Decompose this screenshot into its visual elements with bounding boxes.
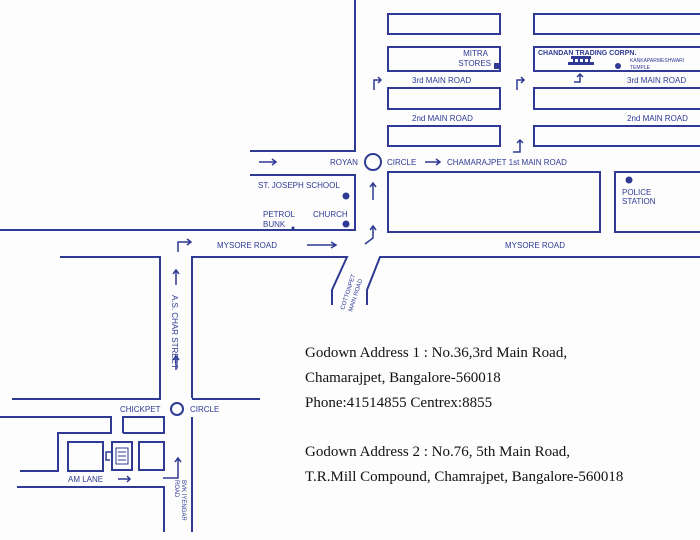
- label-circle: CIRCLE: [387, 158, 416, 167]
- label-mysore-road: MYSORE ROAD: [217, 241, 277, 250]
- label-as-char-street: A.S. CHAR STREET: [170, 295, 179, 369]
- address-phone: Phone:41514855 Centrex:8855: [305, 395, 492, 411]
- block-mitra-stores: [387, 46, 501, 72]
- arrow-icon: [259, 158, 278, 166]
- chickpet-circle-icon: [170, 402, 184, 416]
- address-line: T.R.Mill Compound, Chamrajpet, Bangalore…: [305, 469, 623, 485]
- label-bvk-road: ROAD: [173, 480, 179, 498]
- police-marker-icon: [625, 176, 633, 184]
- label-mysore-road: MYSORE ROAD: [505, 241, 565, 250]
- label-am-lane: AM LANE: [68, 475, 103, 484]
- label-stores: STORES: [458, 59, 491, 68]
- label-bunk: BUNK: [263, 220, 286, 229]
- church-marker-icon: [342, 220, 350, 228]
- block: [387, 171, 601, 233]
- block: [387, 125, 501, 147]
- label-2nd-main-road: 2nd MAIN ROAD: [627, 114, 688, 123]
- block: [67, 441, 104, 472]
- arrow-icon: [177, 238, 193, 252]
- block: [533, 13, 700, 35]
- label-st-joseph-school: ST. JOSEPH SCHOOL: [258, 181, 340, 190]
- label-chickpet: CHICKPET: [120, 405, 161, 414]
- mitra-stores-marker-icon: [494, 63, 500, 69]
- label-3rd-main-road: 3rd MAIN ROAD: [412, 76, 471, 85]
- school-marker-icon: [342, 192, 350, 200]
- address-block: Godown Address 1 : No.36,3rd Main Road, …: [305, 345, 623, 485]
- arrow-icon: [172, 354, 180, 370]
- label-chamarajpet-1st-main: CHAMARAJPET 1st MAIN ROAD: [447, 158, 567, 167]
- arrow-icon: [513, 138, 524, 153]
- block: [387, 13, 501, 35]
- address-line: Chamarajpet, Bangalore-560018: [305, 370, 501, 386]
- label-police: POLICE: [622, 188, 651, 197]
- arrow-icon: [516, 76, 526, 90]
- building-icon: [568, 56, 594, 65]
- arrow-icon: [307, 241, 338, 249]
- block: [533, 87, 700, 110]
- arrow-icon: [118, 475, 132, 483]
- arrow-icon: [373, 76, 383, 90]
- block-godown-2: [111, 441, 133, 471]
- direction-arrows: [105, 72, 584, 483]
- label-royan: ROYAN: [330, 158, 358, 167]
- address-line: Godown Address 1 : No.36,3rd Main Road,: [305, 345, 567, 361]
- label-chandan-trading: CHANDAN TRADING CORPN.: [538, 50, 636, 57]
- label-temple: KANKAPARMESHWARI: [630, 58, 684, 64]
- label-chickpet-circle: CIRCLE: [190, 405, 219, 414]
- arrow-icon: [425, 158, 442, 166]
- block: [387, 87, 501, 110]
- building-icon: [115, 447, 129, 465]
- arrow-icon: [364, 224, 377, 245]
- petrol-bunk-marker-icon: [291, 226, 295, 230]
- arrow-icon: [369, 181, 377, 200]
- block-police-station: [614, 171, 700, 233]
- label-bvk-iyengar: BVK IYENGAR: [180, 480, 186, 521]
- temple-marker-icon: [615, 63, 621, 69]
- label-petrol: PETROL: [263, 210, 296, 219]
- label-station: STATION: [622, 197, 656, 206]
- arrow-icon: [163, 456, 182, 479]
- arrow-icon: [105, 451, 112, 461]
- block-chandan-trading: [533, 46, 700, 72]
- arrow-icon: [574, 72, 584, 83]
- label-temple-2: TEMPLE: [630, 65, 651, 71]
- label-2nd-main-road: 2nd MAIN ROAD: [412, 114, 473, 123]
- label-3rd-main-road: 3rd MAIN ROAD: [627, 76, 686, 85]
- royan-circle-icon: [364, 153, 382, 171]
- label-mitra: MITRA: [463, 49, 489, 58]
- block: [533, 125, 700, 147]
- address-line: Godown Address 2 : No.76, 5th Main Road,: [305, 444, 570, 460]
- block: [138, 441, 165, 471]
- label-church: CHURCH: [313, 210, 348, 219]
- arrow-icon: [172, 268, 180, 285]
